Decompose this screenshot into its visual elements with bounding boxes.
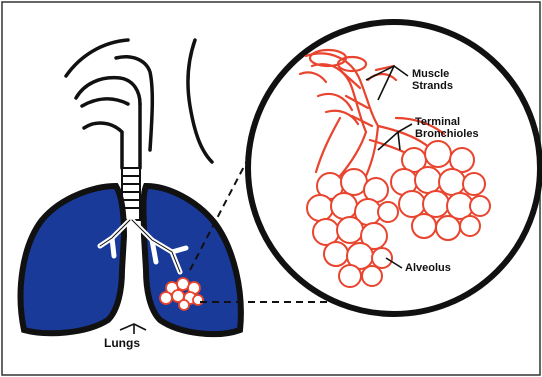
lungs-label: Lungs bbox=[104, 337, 140, 349]
terminal-bronchioles-label: Terminal Bronchioles bbox=[415, 116, 479, 140]
alveolus-label: Alveolus bbox=[405, 262, 451, 274]
muscle-strands-label: Muscle Strands bbox=[412, 68, 453, 92]
muscle-label-line1: Muscle bbox=[412, 68, 453, 80]
terminal-label-line2: Bronchioles bbox=[415, 128, 479, 140]
muscle-label-line2: Strands bbox=[412, 80, 453, 92]
terminal-label-line1: Terminal bbox=[415, 116, 479, 128]
